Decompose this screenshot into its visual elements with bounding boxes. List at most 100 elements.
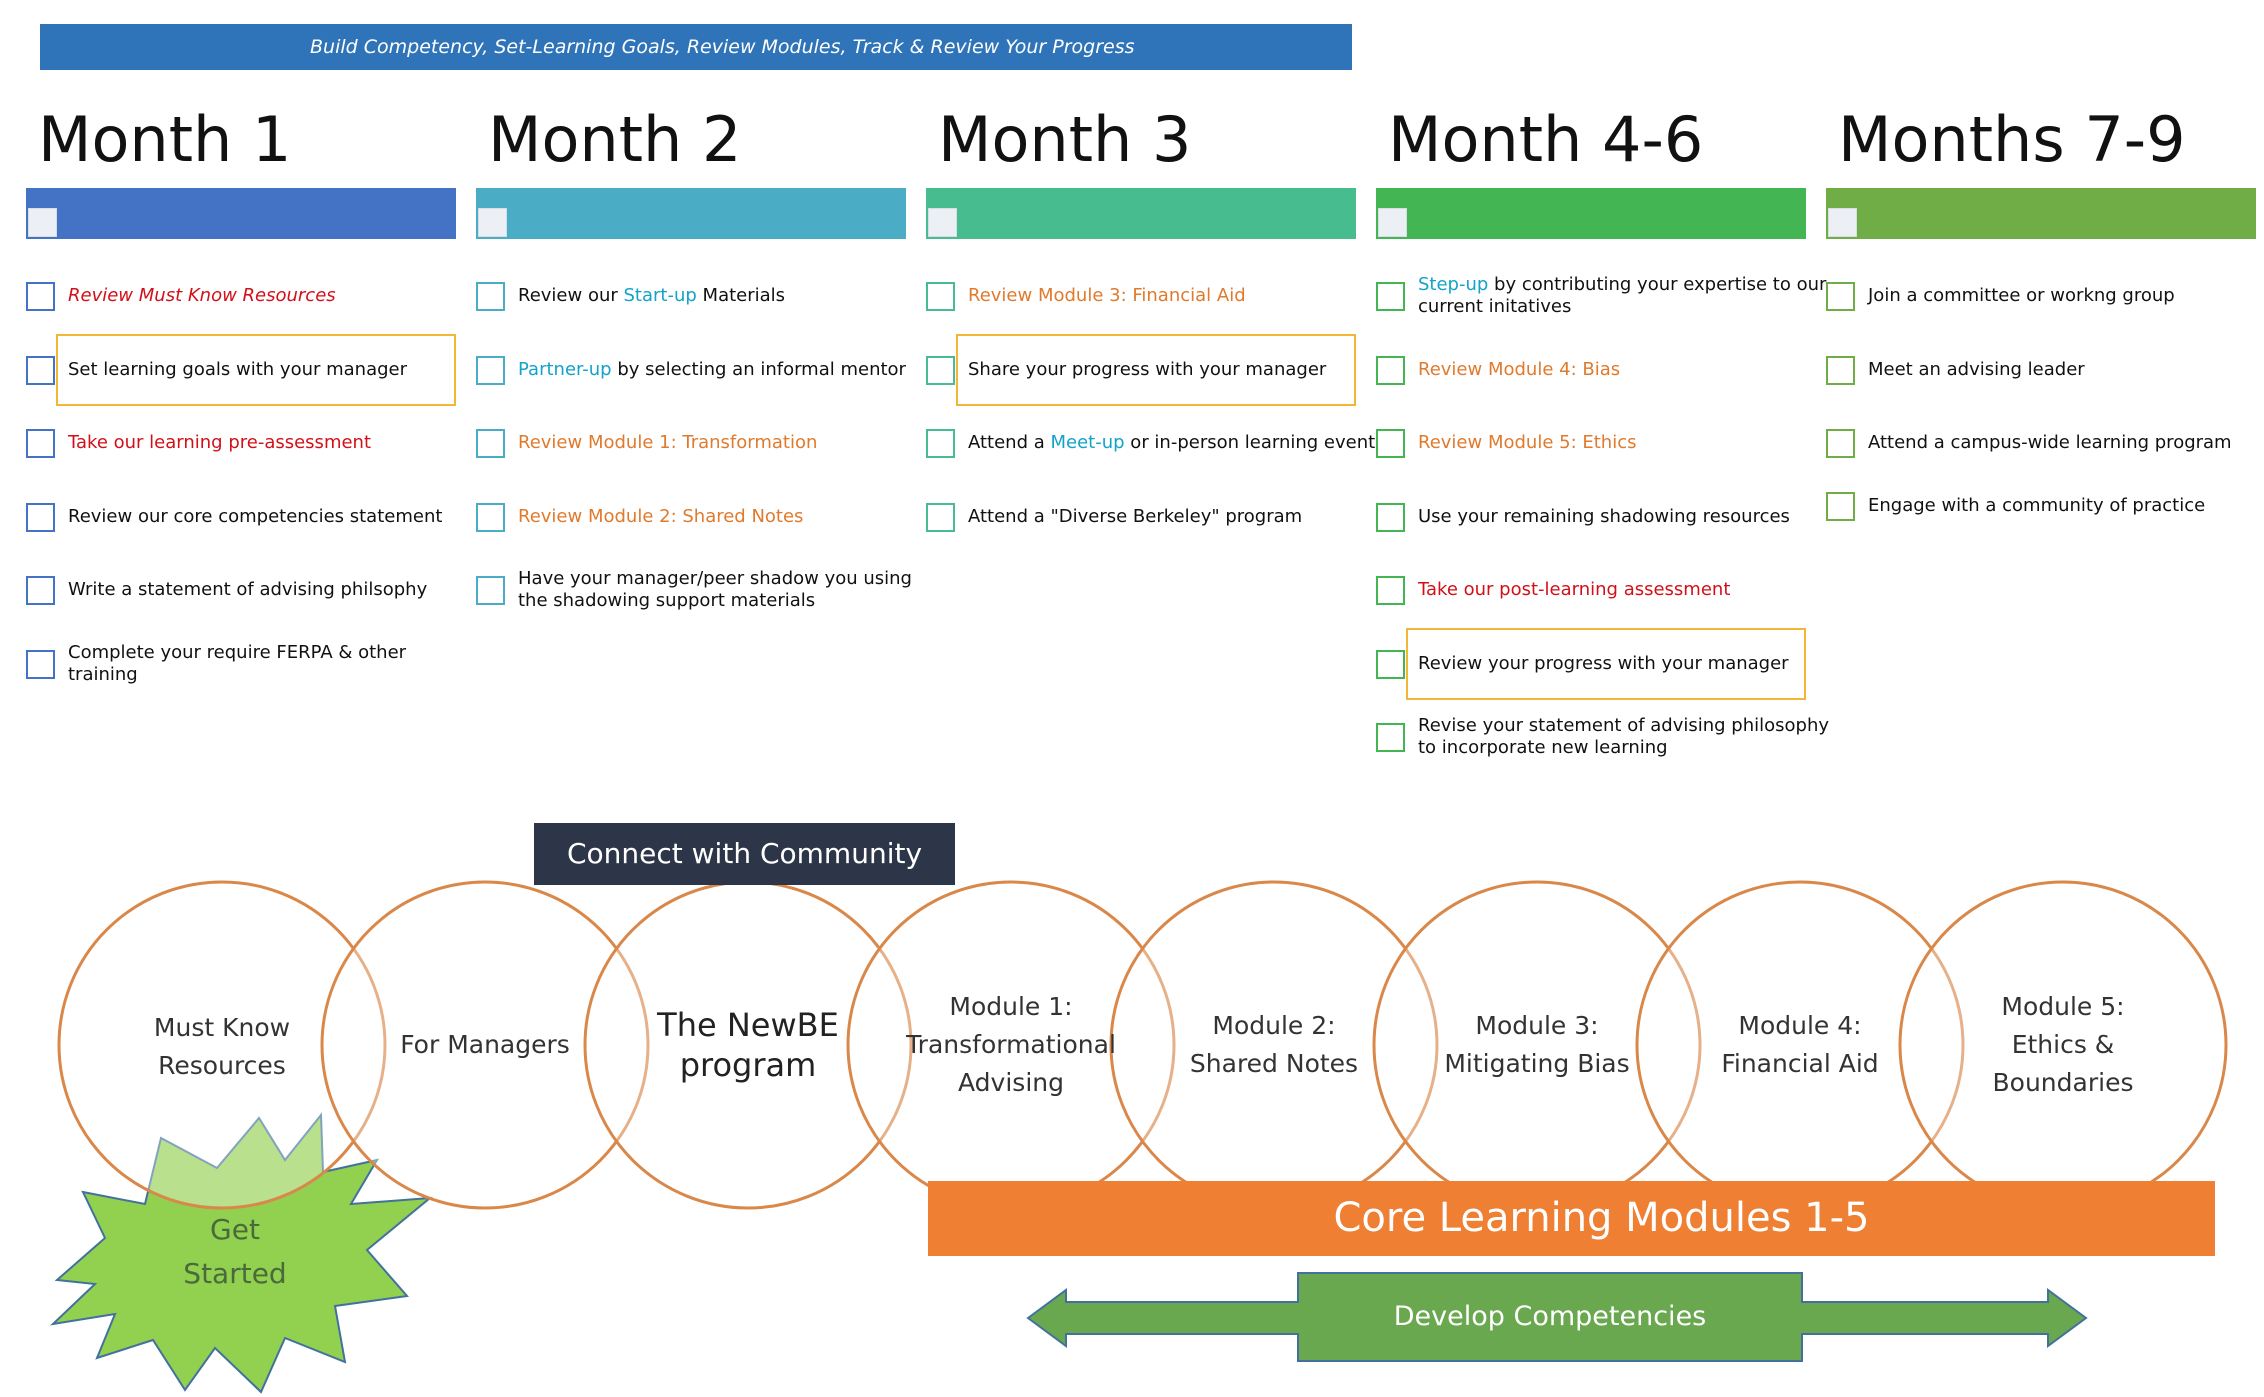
task-label: Join a committee or workng group [1868,285,2175,307]
task-label: Take our post-learning assessment [1418,579,1730,601]
month-bar [476,188,906,239]
task-checkbox[interactable] [1826,429,1855,458]
module-circle [320,880,650,1210]
month-checkbox[interactable] [1828,208,1857,237]
task-text: Attend a [968,432,1051,453]
month-checkbox[interactable] [478,208,507,237]
circle-label-line: Shared Notes [1189,1049,1359,1078]
circle-label-line: Financial Aid [1721,1049,1879,1078]
task-text: Review our [518,285,624,306]
task-checkbox[interactable] [1376,576,1405,605]
highlight-frame [956,334,1356,406]
task-checkbox[interactable] [26,503,55,532]
task-checkbox[interactable] [1376,429,1405,458]
task-label: Partner-up by selecting an informal ment… [518,359,906,381]
circle-label-line: The NewBE [657,1006,839,1044]
task-checkbox[interactable] [1376,503,1405,532]
task-text: Take our learning pre-assessment [68,432,372,453]
task-label: Set learning goals with your manager [68,359,407,381]
task-checkbox[interactable] [926,356,955,385]
circle-label-7: Module 4:Financial Aid [1670,1007,1930,1083]
task-checkbox[interactable] [476,356,505,385]
task-checkbox[interactable] [476,429,505,458]
task-label: Review Module 2: Shared Notes [518,506,803,528]
circle-label-6: Module 3: Mitigating Bias [1407,1007,1667,1083]
task-label: Engage with a community of practice [1868,495,2205,517]
circle-label-line: Mitigating Bias [1444,1049,1630,1078]
month-checkbox[interactable] [28,208,57,237]
circle-label-line: Module 3: [1475,1011,1599,1040]
task-text: Set learning goals with your manager [68,359,408,380]
task-text: Join a committee or workng group [1868,285,2175,306]
task-text: Review Module 1: Transformation [518,432,818,453]
month-title: Month 1 [38,103,292,176]
core-learning-modules-bar: Core Learning Modules 1-5 [928,1181,2215,1256]
task-label: Review Module 3: Financial Aid [968,285,1246,307]
module-circle [57,880,387,1210]
task-label: Review Module 4: Bias [1418,359,1620,381]
month-bar [1826,188,2256,239]
month-checkbox[interactable] [928,208,957,237]
circle-label-line: Resources [158,1051,286,1080]
task-checkbox[interactable] [26,282,55,311]
task-text: Complete your require FERPA & other [68,642,407,663]
month-bar [1376,188,1806,239]
month-column-4: Month 4-6 [1376,100,1806,239]
task-text: Review Module 2: Shared Notes [518,506,804,527]
connect-with-community-label: Connect with Community [534,823,955,885]
task-checkbox[interactable] [26,576,55,605]
task-checkbox[interactable] [26,356,55,385]
task-text: Review [68,285,139,306]
task-checkbox[interactable] [1376,282,1405,311]
task-text: by contributing your expertise to our [1488,274,1827,295]
task-text: Start-up [623,285,697,306]
month-title: Months 7-9 [1838,103,2186,176]
task-label: Attend a campus-wide learning program [1868,432,2232,454]
task-checkbox[interactable] [476,282,505,311]
circle-label-line: For Managers [400,1030,570,1059]
task-checkbox[interactable] [1826,492,1855,521]
task-label: Attend a "Diverse Berkeley" program [968,506,1302,528]
task-checkbox[interactable] [1826,282,1855,311]
circle-label-line: Module 2: [1212,1011,1336,1040]
task-checkbox[interactable] [1376,723,1405,752]
task-checkbox[interactable] [1826,356,1855,385]
develop-competencies-label: Develop Competencies [1393,1301,1707,1332]
month-column-3: Month 3 [926,100,1356,239]
task-checkbox[interactable] [476,503,505,532]
circle-label-line: Ethics & [2011,1030,2115,1059]
task-label: Attend a Meet-up or in-person learning e… [968,432,1375,454]
task-checkbox[interactable] [1376,356,1405,385]
task-text-line-2: the shadowing support materials [518,590,816,611]
header-banner: Build Competency, Set-Learning Goals, Re… [40,24,1352,70]
task-text: Use your remaining shadowing resources [1418,506,1790,527]
task-text-line-2: training [68,664,138,685]
task-label: Step-up by contributing your expertise t… [1418,274,1826,318]
task-label: Share your progress with your manager [968,359,1326,381]
circle-label-line: Must Know [153,1013,291,1042]
task-checkbox[interactable] [26,429,55,458]
task-checkbox[interactable] [926,282,955,311]
task-text-line-2: to incorporate new learning [1418,737,1668,758]
task-text: Have your manager/peer shadow you using [518,568,912,589]
task-checkbox[interactable] [476,576,505,605]
task-text: Attend a campus-wide learning program [1868,432,2232,453]
month-checkbox[interactable] [1378,208,1407,237]
develop-competencies-arrow [1026,1272,2088,1362]
task-text: Review Module 5: Ethics [1418,432,1637,453]
task-label: Use your remaining shadowing resources [1418,506,1790,528]
task-text: Review your progress with your manager [1418,653,1789,674]
task-text: Engage with a community of practice [1868,495,2206,516]
task-checkbox[interactable] [926,503,955,532]
task-checkbox[interactable] [26,650,55,679]
circle-label-line: Advising [958,1068,1064,1097]
month-title: Month 2 [488,103,742,176]
get-started-label: Get Started [160,1208,310,1296]
task-checkbox[interactable] [1376,650,1405,679]
task-checkbox[interactable] [926,429,955,458]
task-text: Attend a "Diverse Berkeley" program [968,506,1303,527]
month-column-5: Months 7-9 [1826,100,2256,239]
task-text: Revise your statement of advising philos… [1418,715,1830,736]
task-text: Materials [696,285,786,306]
